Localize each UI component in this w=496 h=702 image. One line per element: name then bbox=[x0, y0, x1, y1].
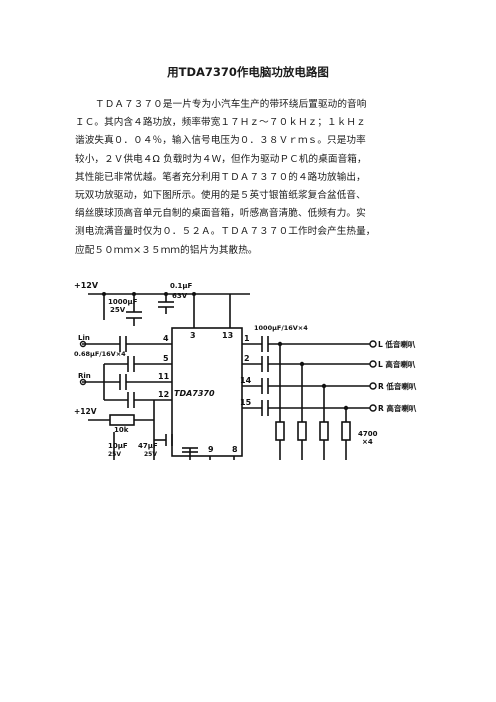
output-l-woofer: L 低音喇叭 bbox=[378, 339, 416, 349]
output-r-tweeter: R 高音喇叭 bbox=[378, 403, 417, 413]
body-paragraph: ＴＤＡ７３７０是一片专为小汽车生产的带环绕后置驱动的音响 ＩＣ。其内含４路功放，… bbox=[75, 96, 427, 260]
pin-1-label: 1 bbox=[244, 334, 250, 343]
pin-13-label: 13 bbox=[222, 331, 233, 340]
input-left-label: Lin bbox=[78, 334, 90, 342]
chip-label: TDA7370 bbox=[174, 389, 215, 398]
pin-2-label: 2 bbox=[244, 354, 250, 363]
pin-8-label: 8 bbox=[232, 445, 238, 454]
paragraph-line: 绢丝膜球顶高音单元自制的桌面音箱，听感高音清脆、低频有力。实 bbox=[75, 208, 366, 220]
output-r-woofer: R 低音喇叭 bbox=[378, 381, 417, 391]
pin-9-label: 9 bbox=[208, 445, 214, 454]
cap-1000uf-label: 1000μF bbox=[108, 298, 138, 306]
pin-11-label: 11 bbox=[158, 372, 170, 381]
cap-47uf-label: 47μF bbox=[138, 442, 158, 450]
supply-top-label: +12V bbox=[74, 281, 99, 290]
input-right-label: Rin bbox=[78, 372, 91, 380]
pin-15-label: 15 bbox=[240, 398, 252, 407]
paragraph-line: ＩＣ。其内含４路功放，频率带宽１７Ｈｚ～７０ｋＨｚ；１ｋＨｚ bbox=[75, 117, 366, 129]
pin-5-label: 5 bbox=[163, 354, 169, 363]
paragraph-line: 其性能已非常优越。笔者充分利用ＴＤＡ７３７０的４路功放输出， bbox=[75, 171, 366, 183]
paragraph-line: ＴＤＡ７３７０是一片专为小汽车生产的带环绕后置驱动的音响 bbox=[95, 99, 367, 110]
pin-3-label: 3 bbox=[190, 331, 196, 340]
resistor-4700-label: 4700 bbox=[358, 430, 378, 438]
cap-0-1uf-label: 0.1μF bbox=[170, 282, 193, 290]
pin-4-label: 4 bbox=[163, 334, 169, 343]
circuit-schematic: +12V 1000μF 25V 0.1μF 63V Lin Rin 0.68μF… bbox=[74, 281, 417, 460]
paragraph-line: 玩双功放驱动，如下图所示。使用的是５英寸银笛纸浆复合盆低音、 bbox=[75, 190, 366, 202]
cap-47uf-voltage: 25V bbox=[144, 451, 157, 458]
output-l-tweeter: L 高音喇叭 bbox=[378, 359, 416, 369]
cap-1000uf-voltage: 25V bbox=[110, 306, 126, 314]
pin-14-label: 14 bbox=[240, 376, 252, 385]
cap-10uf-label: 10μF bbox=[108, 442, 128, 450]
paragraph-line: 较小，２Ｖ供电４Ω 负载时为４Ｗ，但作为驱动ＰＣ机的桌面音箱， bbox=[75, 153, 367, 165]
resistor-10k-label: 10k bbox=[114, 426, 129, 434]
cap-input-label: 0.68μF/16V×4 bbox=[74, 350, 126, 358]
cap-0-1uf-voltage: 63V bbox=[172, 292, 188, 300]
document-title: 用TDA7370作电脑功放电路图 bbox=[167, 65, 329, 79]
cap-10uf-voltage: 25V bbox=[108, 451, 121, 458]
paragraph-line: 应配５０ｍｍ×３５ｍｍ的铝片为其散热。 bbox=[75, 244, 258, 256]
paragraph-line: 谐波失真０．０４％，输入信号电压为０．３８Ｖｒｍｓ。只是功率 bbox=[75, 135, 366, 147]
supply-bottom-label: +12V bbox=[74, 407, 97, 416]
paragraph-line: 测电流满音量时仅为０．５２Ａ。ＴＤＡ７３７０工作时会产生热量， bbox=[75, 226, 376, 238]
cap-output-label: 1000μF/16V×4 bbox=[254, 324, 308, 332]
resistor-4700-count: ×4 bbox=[362, 438, 373, 446]
pin-12-label: 12 bbox=[158, 390, 169, 399]
